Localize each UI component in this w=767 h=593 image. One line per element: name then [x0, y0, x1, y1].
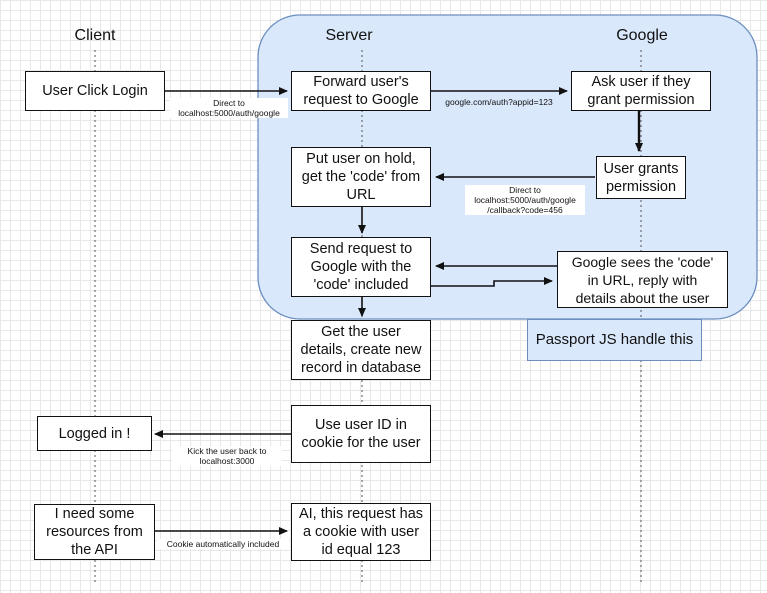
edge-label-direct-to-login: Direct to localhost:5000/auth/google — [170, 98, 288, 118]
forward-request-node: Forward user's request to Google — [291, 71, 431, 111]
lane-title-google: Google — [616, 27, 668, 44]
edge-label-kick-back: Kick the user back to localhost:3000 — [172, 446, 282, 466]
lane-title-client: Client — [74, 27, 116, 44]
logged-in-node: Logged in ! — [37, 416, 152, 451]
need-resources-node: I need some resources from the API — [34, 504, 155, 560]
user-click-login-node: User Click Login — [25, 71, 165, 111]
google-sees-code-node: Google sees the 'code' in URL, reply wit… — [557, 251, 728, 308]
lane-title-server: Server — [325, 27, 373, 44]
edge-send-to-google — [431, 277, 553, 287]
ask-permission-node: Ask user if they grant permission — [571, 71, 711, 111]
use-user-id-node: Use user ID in cookie for the user — [291, 405, 431, 463]
edge-label-google-auth-url: google.com/auth?appid=123 — [436, 97, 562, 107]
send-request-node: Send request to Google with the 'code' i… — [291, 237, 431, 297]
put-on-hold-node: Put user on hold, get the 'code' from UR… — [291, 147, 431, 207]
request-cookie-node: AI, this request has a cookie with user … — [291, 503, 431, 561]
passport-note: Passport JS handle this — [527, 319, 702, 361]
user-grants-node: User grants permission — [596, 156, 686, 199]
edge-label-cookie-included: Cookie automatically included — [157, 539, 289, 549]
get-user-details-node: Get the user details, create new record … — [291, 320, 431, 380]
edge-label-direct-to-callback: Direct to localhost:5000/auth/google /ca… — [465, 185, 585, 215]
